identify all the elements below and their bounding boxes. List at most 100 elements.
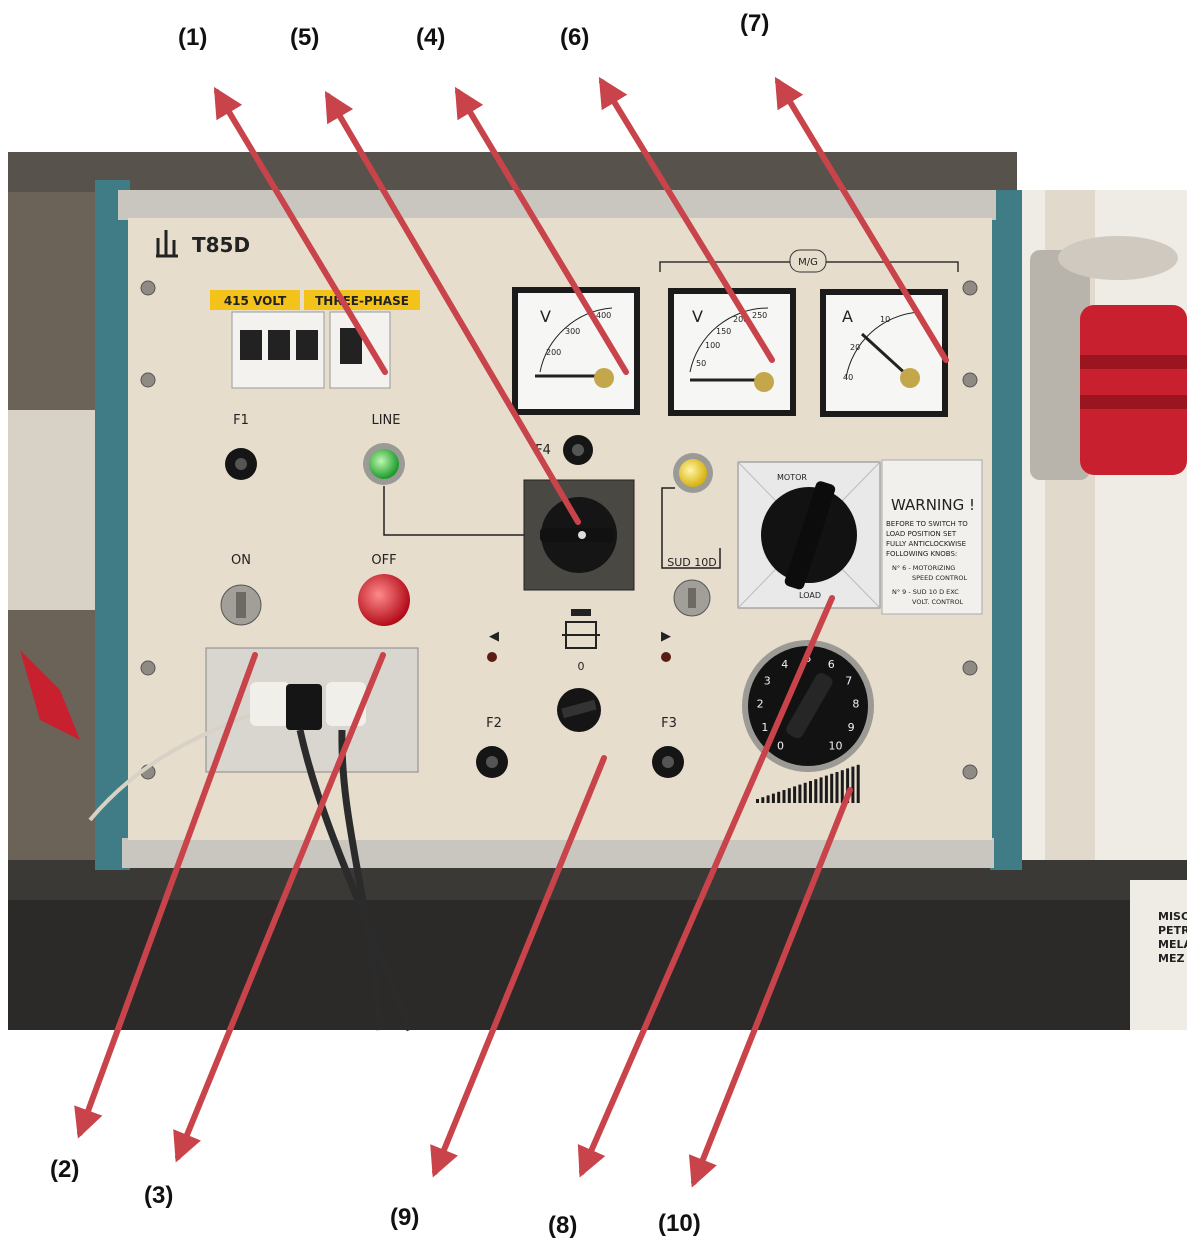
meter1-tick-200: 200 [546,348,561,357]
ramp-bar [856,764,860,803]
sud-key-switch[interactable] [673,579,711,617]
ramp-bar [798,784,802,803]
motor-load-switch[interactable] [737,461,881,609]
meter2-tick-100: 100 [705,341,720,350]
dial-number: 8 [852,698,859,711]
rotary-selector-switch[interactable] [523,479,635,591]
ramp-bar [830,773,834,803]
f2-label: F2 [486,716,502,731]
warning-plate: WARNING ! BEFORE TO SWITCH TO LOAD POSIT… [881,459,983,615]
callout-6: (6) [560,24,590,51]
fuse-f3[interactable] [652,746,684,778]
ramp-bar [814,779,818,803]
meter2-tick-150: 150 [716,327,731,336]
ramp-bar [846,768,850,803]
yellow-indicator-lamp [673,453,713,493]
arrow-7 [774,76,949,363]
load-label: LOAD [799,591,821,600]
line-indicator-lamp [363,443,405,485]
warning-item-1b: SPEED CONTROL [912,574,967,582]
line-label: LINE [371,413,400,428]
callout-2: (2) [50,1156,80,1183]
off-label: OFF [371,553,396,568]
left-arrow-icon: ◀ [489,629,499,644]
socket-strip[interactable] [205,647,419,773]
meter2-tick-250: 250 [752,311,767,320]
reversing-knob[interactable] [557,688,601,732]
main-switch[interactable] [329,311,391,389]
mg-badge [789,249,827,273]
callout-8: (8) [548,1212,578,1239]
ammeter [820,289,948,417]
speed-control-dial[interactable] [742,640,874,772]
meter1-unit: V [540,307,551,326]
ramp-bar [803,782,807,803]
arrow-8 [577,595,835,1178]
dc-motor-symbol-icon [562,609,600,649]
ramp-bar [793,786,797,803]
motor-label: MOTOR [777,473,807,482]
mg-label: M/G [798,257,818,268]
ramp-bar [840,770,844,803]
fuse-f2[interactable] [476,746,508,778]
on-label: ON [231,553,251,568]
meter3-unit: A [842,307,853,326]
callout-4: (4) [416,24,446,51]
brand-logo-icon [156,230,178,258]
meter2-tick-200: 200 [733,315,748,324]
meter1-tick-300: 300 [565,327,580,336]
arrow-5 [324,90,581,525]
ramp-bar [766,795,770,803]
ramp-bar [761,797,765,803]
side-label-4: MEZ [1158,952,1184,965]
sud-wiring [661,487,721,569]
warning-title: WARNING ! [891,496,975,514]
callout-3: (3) [144,1182,174,1209]
warning-item-2b: VOLT. CONTROL [912,598,964,606]
off-button[interactable] [358,574,410,626]
on-key-switch[interactable] [220,584,262,626]
dial-number: 2 [757,698,764,711]
arrow-1 [213,86,388,375]
zero-label: 0 [578,660,585,673]
f1-label: F1 [233,413,249,428]
model-label: T85D [192,233,250,257]
ramp-bar [777,791,781,803]
side-label-3: MELA [1158,938,1187,951]
sud-label: SUD 10D [667,556,716,569]
meter2-tick-50: 50 [696,359,706,368]
voltage-label: 415 VOLT [224,294,287,308]
f3-label: F3 [661,716,677,731]
dial-number: 6 [828,658,835,671]
ramp-bar [824,775,828,803]
meter2-unit: V [692,307,703,326]
ramp-bar [787,788,791,803]
dial-number: 0 [777,739,784,752]
ramp-bar [782,790,786,803]
arrow-10 [688,787,853,1188]
callout-7: (7) [740,10,770,37]
ramp-bar [835,772,839,803]
phase-label: THREE-PHASE [315,294,409,308]
callout-5: (5) [290,24,320,51]
fuse-f4[interactable] [563,435,593,465]
fuse-f1[interactable] [225,448,257,480]
callout-1: (1) [178,24,208,51]
dial-number: 10 [829,739,843,752]
dial-number: 4 [781,658,788,671]
dial-number: 7 [845,675,852,688]
dial-number: 9 [848,721,855,734]
warning-line-1: BEFORE TO SWITCH TO [886,520,968,528]
meter1-tick-400: 400 [596,311,611,320]
arrow-2 [74,652,258,1139]
annotation-arrows [74,76,949,1188]
circuit-breaker[interactable] [231,311,325,389]
voltage-label-bg [210,290,300,310]
arrow-9 [430,755,607,1178]
arrow-4 [454,86,629,375]
right-arrow-icon: ▶ [661,629,671,644]
voltmeter-2 [668,288,796,416]
warning-item-1a: N° 6 - MOTORIZING [892,564,955,572]
ramp-bar [819,777,823,803]
